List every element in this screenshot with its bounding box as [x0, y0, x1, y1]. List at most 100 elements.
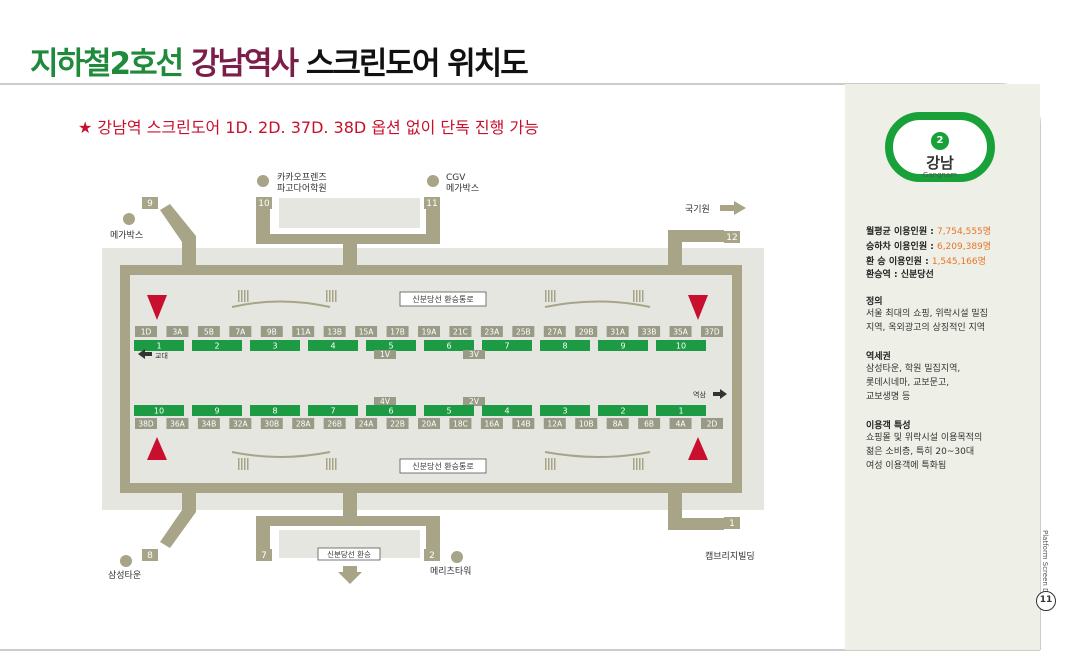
car-label: 10 — [154, 407, 164, 416]
door-box — [606, 418, 629, 429]
exit-number: 10 — [258, 199, 270, 209]
train-car — [308, 405, 358, 416]
door-label: 25B — [516, 328, 531, 337]
stair-icon — [335, 290, 337, 302]
door-label: 33B — [642, 328, 657, 337]
train-car — [424, 405, 474, 416]
car-label: 6 — [388, 407, 393, 416]
door-label: 27A — [547, 328, 563, 337]
stair-icon — [545, 290, 547, 302]
door-box — [575, 326, 598, 337]
vent-box — [374, 397, 396, 406]
section-line: 여성 이용객에 특화됨 — [866, 461, 947, 471]
door-marker-triangle — [147, 295, 167, 320]
car-label: 1 — [678, 407, 683, 416]
vent-box — [463, 397, 485, 406]
door-box — [543, 326, 566, 337]
section-line: 지역, 옥외광고의 상징적인 지역 — [866, 323, 986, 333]
door-box — [260, 418, 283, 429]
stat-transfer: 환 승 이용인원 : 1,545,166명 — [866, 257, 986, 267]
transfer-label-box — [399, 458, 487, 474]
door-label: 14B — [516, 420, 531, 429]
car-label: 7 — [504, 342, 509, 351]
door-box — [669, 326, 692, 337]
landmark-label: 메가박스 — [446, 183, 479, 194]
section-line: 서울 최대의 쇼핑, 위락시설 밀집 — [866, 309, 988, 319]
door-box — [386, 326, 409, 337]
door-label: 28A — [296, 420, 312, 429]
stair-icon — [633, 290, 635, 302]
train-car — [656, 340, 706, 351]
arrow-right-icon — [713, 389, 727, 399]
car-label: 5 — [388, 342, 393, 351]
car-label: 3 — [562, 407, 567, 416]
door-box — [606, 326, 629, 337]
vent-label: 3V — [469, 350, 480, 359]
door-label: 23A — [485, 328, 501, 337]
transfer-label-box — [399, 291, 487, 307]
stair-icon — [326, 458, 328, 470]
door-box — [701, 418, 723, 429]
door-box — [292, 418, 315, 429]
door-box — [135, 326, 157, 337]
door-label: 38D — [138, 420, 154, 429]
door-box — [323, 326, 346, 337]
section-heading: 역세권 — [866, 352, 891, 362]
door-label: 4A — [676, 420, 687, 429]
car-label: 2 — [214, 342, 219, 351]
car-label: 4 — [504, 407, 509, 416]
vent-label: 4V — [380, 397, 391, 406]
train-car — [192, 405, 242, 416]
train-car — [250, 405, 300, 416]
stat-monthly: 월평균 이용인원 : 7,754,555명 — [866, 227, 992, 237]
landmark-label: 메리츠타워 — [430, 566, 471, 577]
door-label: 18C — [453, 420, 468, 429]
stair-icon — [241, 290, 243, 302]
door-marker-triangle — [688, 437, 708, 460]
door-label: 3A — [172, 328, 183, 337]
train-car — [656, 405, 706, 416]
stair-icon — [238, 458, 240, 470]
door-label: 7A — [235, 328, 246, 337]
door-box — [229, 418, 252, 429]
transfer-label-bottom: 신분당선 환승통로 — [412, 461, 473, 471]
train-car — [192, 340, 242, 351]
car-label: 2 — [620, 407, 625, 416]
door-box — [480, 418, 503, 429]
train-car — [134, 340, 184, 351]
door-label: 30B — [264, 420, 279, 429]
stair-icon — [329, 290, 331, 302]
line-number-badge: 2 — [931, 132, 949, 150]
stair-icon — [247, 458, 249, 470]
door-box — [638, 418, 661, 429]
title-line: 지하철2호선 — [30, 46, 184, 82]
stair-icon — [548, 290, 550, 302]
door-label: 31A — [610, 328, 626, 337]
section-line: 삼성타운, 학원 밀집지역, — [866, 364, 961, 374]
arrow-left-icon — [138, 349, 152, 359]
car-label: 10 — [676, 342, 686, 351]
island-platform — [138, 368, 724, 396]
transfer-label-box — [317, 547, 381, 561]
door-box — [166, 326, 189, 337]
door-label: 17B — [390, 328, 405, 337]
direction-label: 역삼 — [693, 390, 706, 399]
door-label: 12A — [547, 420, 563, 429]
door-box — [449, 326, 472, 337]
train-car — [366, 405, 416, 416]
door-label: 10B — [579, 420, 594, 429]
door-label: 32A — [233, 420, 249, 429]
door-box — [418, 418, 440, 429]
door-box — [512, 418, 535, 429]
door-box — [512, 326, 535, 337]
door-label: 11A — [296, 328, 312, 337]
down-arrow-icon — [338, 566, 362, 584]
door-label: 21C — [453, 328, 468, 337]
door-box — [197, 418, 220, 429]
landmark-label: 캠브리지빌딩 — [705, 550, 755, 562]
door-box — [480, 326, 503, 337]
landmark-label: 파고다어학원 — [277, 183, 327, 194]
section-line: 쇼핑몰 및 위락시설 이용목적의 — [866, 433, 983, 443]
title-station: 강남역사 — [190, 46, 299, 82]
